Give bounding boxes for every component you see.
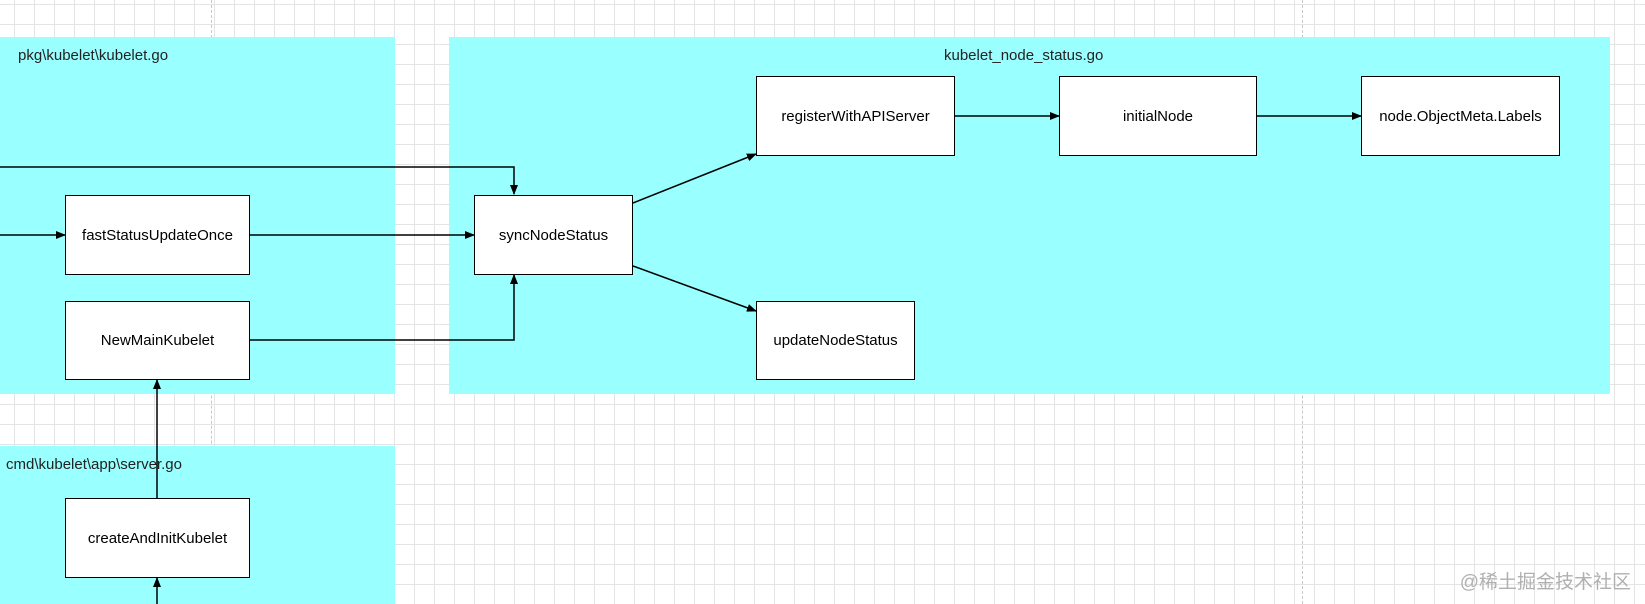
container-node-status-go-label: kubelet_node_status.go bbox=[944, 47, 1104, 64]
node-initial-node[interactable]: initialNode bbox=[1059, 76, 1257, 156]
container-kubelet-go-label: pkg\kubelet\kubelet.go bbox=[18, 47, 169, 64]
node-object-meta-labels[interactable]: node.ObjectMeta.Labels bbox=[1361, 76, 1560, 156]
watermark: @稀土掘金技术社区 bbox=[1459, 572, 1631, 593]
node-create-and-init-kubelet[interactable]: createAndInitKubelet bbox=[65, 498, 250, 578]
node-new-main-kubelet[interactable]: NewMainKubelet bbox=[65, 301, 250, 380]
container-server-go-label: cmd\kubelet\app\server.go bbox=[6, 456, 182, 473]
node-sync-node-status[interactable]: syncNodeStatus bbox=[474, 195, 633, 275]
node-update-node-status[interactable]: updateNodeStatus bbox=[756, 301, 915, 380]
node-fast-status-update-once[interactable]: fastStatusUpdateOnce bbox=[65, 195, 250, 275]
node-register-with-api-server[interactable]: registerWithAPIServer bbox=[756, 76, 955, 156]
